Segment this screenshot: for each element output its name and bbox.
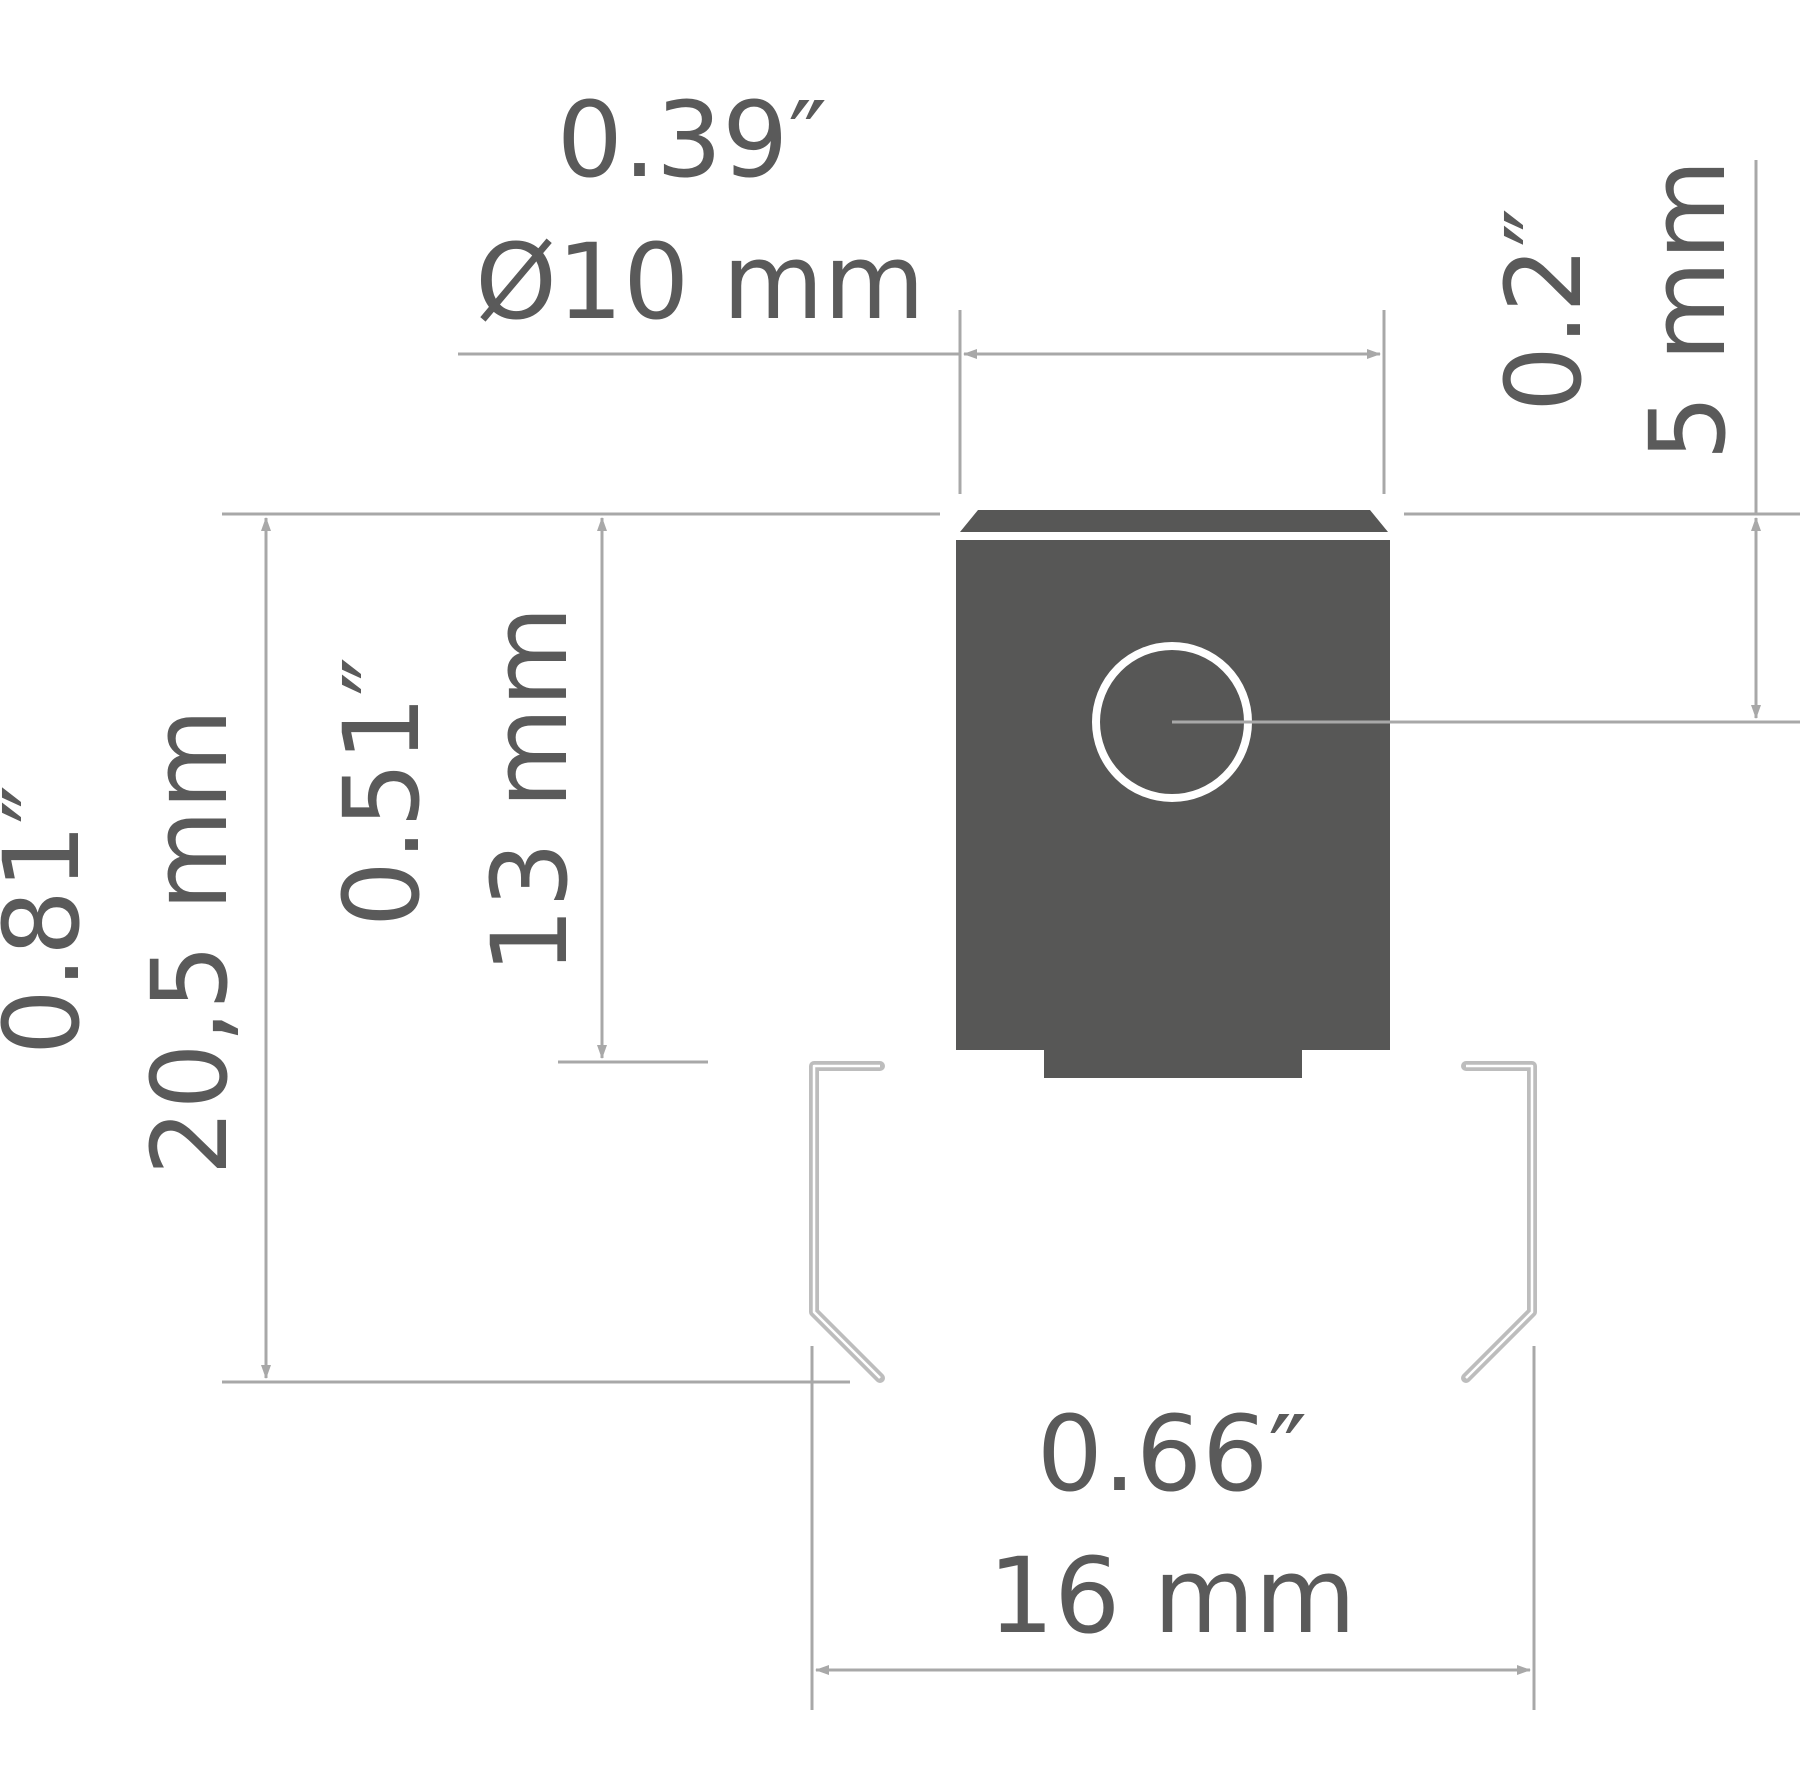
dimension-hole-offset — [1172, 160, 1800, 724]
total-height-inch-label: 0.81″ — [0, 785, 103, 1055]
hole-offset-mm-label: 5 mm — [1627, 159, 1749, 461]
u-profile-channel — [809, 1061, 1537, 1383]
body-height-mm-label: 13 mm — [469, 606, 591, 974]
profile-width-inch-label: 0.66″ — [1037, 1393, 1307, 1515]
connector-cap — [960, 510, 1388, 532]
dimension-total-height — [222, 512, 940, 1384]
diameter-mm-label: Ø10 mm — [475, 221, 925, 343]
dimension-body-height — [558, 517, 708, 1064]
dimension-profile-width — [810, 1346, 1536, 1710]
dimension-diameter — [458, 310, 1386, 494]
connector-base-tab — [1044, 1050, 1302, 1078]
hole-offset-inch-label: 0.2″ — [1483, 208, 1605, 412]
diameter-inch-label: 0.39″ — [557, 79, 827, 201]
profile-width-mm-label: 16 mm — [988, 1535, 1356, 1657]
total-height-mm-label: 20,5 mm — [129, 708, 251, 1175]
connector-body — [956, 510, 1390, 1078]
body-height-inch-label: 0.51″ — [321, 657, 443, 927]
